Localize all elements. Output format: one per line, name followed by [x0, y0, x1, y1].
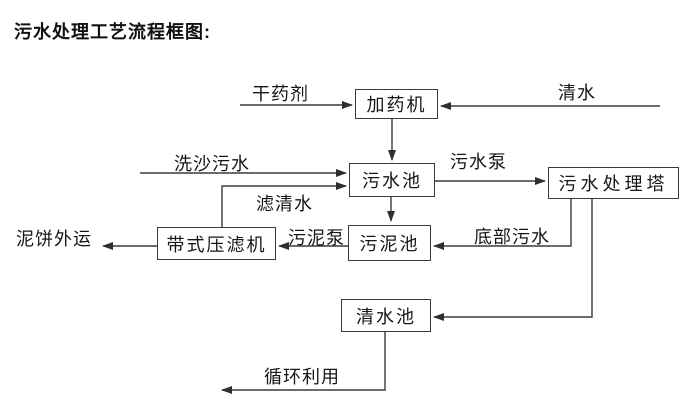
edge-tower-to-clean-pool — [433, 199, 593, 321]
edge-label-recycling: 循环利用 — [264, 367, 340, 387]
edge-press-filtered-water-to-sewage-pool — [221, 182, 347, 227]
edge-label-sludge-pump: 污泥泵 — [288, 228, 345, 248]
edge-tower-bottom-sewage-to-sludge-pool — [433, 199, 572, 250]
node-treatment-tower: 污水处理塔 — [548, 167, 679, 199]
node-sewage-pool: 污水池 — [349, 163, 435, 197]
edge-label-mud-cake-out: 泥饼外运 — [16, 229, 92, 249]
edge-label-dry-chemical: 干药剂 — [252, 84, 309, 104]
edge-label-bottom-sewage: 底部污水 — [474, 227, 550, 247]
edge-label-filtered-water: 滤清水 — [256, 194, 313, 214]
page-title: 污水处理工艺流程框图: — [14, 22, 211, 42]
node-clean-water-pool: 清水池 — [341, 299, 431, 332]
edge-label-clean-water: 清水 — [558, 83, 596, 103]
node-belt-filter-press: 带式压滤机 — [157, 227, 276, 260]
edge-label-sand-washing-sewage: 洗沙污水 — [174, 154, 250, 174]
node-dosing-machine: 加药机 — [355, 89, 438, 119]
edge-label-sewage-pump: 污水泵 — [450, 152, 507, 172]
edge-clean-pool-to-recycling — [221, 332, 386, 394]
node-sludge-pool: 污泥池 — [348, 225, 431, 261]
